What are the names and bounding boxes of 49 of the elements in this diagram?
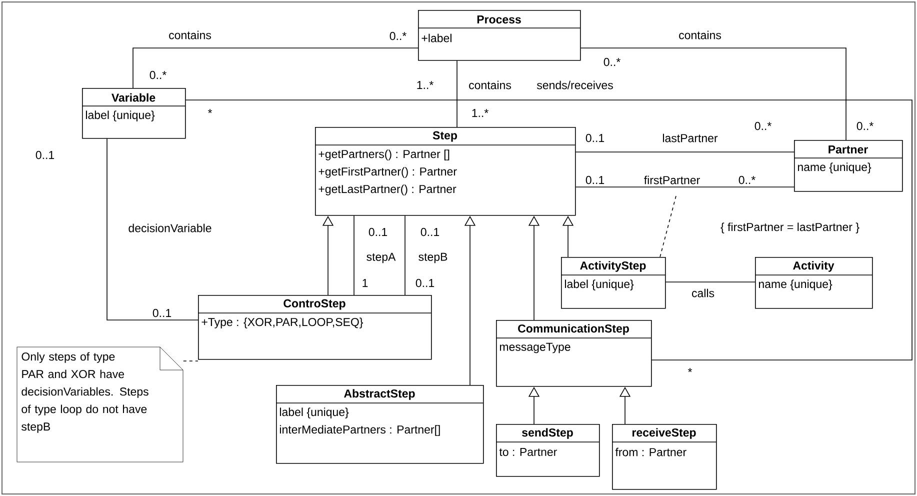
- edge-label: contains: [678, 30, 722, 40]
- class-box: Step +getPartners() : Partner [] +getFirstPartner() : Partner +getLastPartner() : Partner: [314, 127, 576, 216]
- edge-label: sends/receives: [536, 80, 614, 90]
- multiplicity-label: 0..1: [36, 150, 54, 160]
- class-box: sendStep to : Partner: [496, 424, 600, 477]
- class-box: Variable label {unique}: [82, 88, 186, 139]
- edge-label: contains: [468, 80, 512, 90]
- association-line: [575, 186, 794, 188]
- edge-label: stepB: [417, 252, 449, 264]
- multiplicity-label: 0..*: [856, 122, 874, 130]
- edge-label: stepA: [365, 252, 397, 264]
- association-line: [404, 215, 406, 296]
- class-box: AbstractStep label {unique} interMediatePartners : Partner[]: [276, 385, 484, 464]
- edge-label: firstPartner: [642, 174, 702, 186]
- multiplicity-label: *: [208, 109, 212, 114]
- multiplicity-label: 0..1: [586, 176, 604, 184]
- edge-label: calls: [690, 288, 716, 298]
- constraint-text: { firstPartner = lastPartner }: [720, 222, 860, 234]
- association-line: [456, 60, 458, 128]
- multiplicity-label: 0..1: [368, 228, 388, 236]
- multiplicity-label: 0..*: [738, 176, 756, 184]
- association-line: [106, 138, 198, 320]
- multiplicity-label: 1..*: [417, 81, 434, 89]
- multiplicity-label: 1: [362, 279, 368, 287]
- class-box: Process +label: [418, 10, 581, 61]
- edge-label: contains: [168, 30, 212, 40]
- edge-label: lastPartner: [661, 132, 719, 144]
- multiplicity-label: 0..1: [586, 134, 604, 142]
- multiplicity-label: 1..*: [472, 109, 488, 117]
- class-box: Activity name {unique}: [754, 257, 873, 309]
- association-line: [185, 100, 912, 360]
- multiplicity-label: *: [688, 368, 692, 372]
- multiplicity-label: 0..*: [754, 122, 772, 130]
- multiplicity-label: 0..1: [152, 308, 172, 318]
- class-box: ActivityStep label {unique}: [560, 257, 666, 309]
- dashed-line: [660, 196, 676, 258]
- multiplicity-label: 0..1: [420, 228, 440, 236]
- association-line: [580, 48, 846, 140]
- association-line: [132, 48, 418, 88]
- class-box: CommunicationStep messageType: [496, 320, 652, 387]
- dashed-line: [183, 360, 198, 362]
- multiplicity-label: 0..1: [416, 278, 434, 288]
- class-box: receiveStep from : Partner: [612, 424, 717, 490]
- multiplicity-label: 0..*: [390, 32, 406, 40]
- note-box: Only steps of type PAR and XOR have decisionVariables. Steps of type loop do not have stepB: [16, 346, 184, 462]
- class-box: Partner name {unique}: [794, 140, 903, 192]
- multiplicity-label: 0..*: [604, 58, 620, 66]
- class-box: ControStep +Type : {XOR,PAR,LOOP,SEQ}: [198, 295, 432, 360]
- edge-label: decisionVariable: [127, 222, 213, 234]
